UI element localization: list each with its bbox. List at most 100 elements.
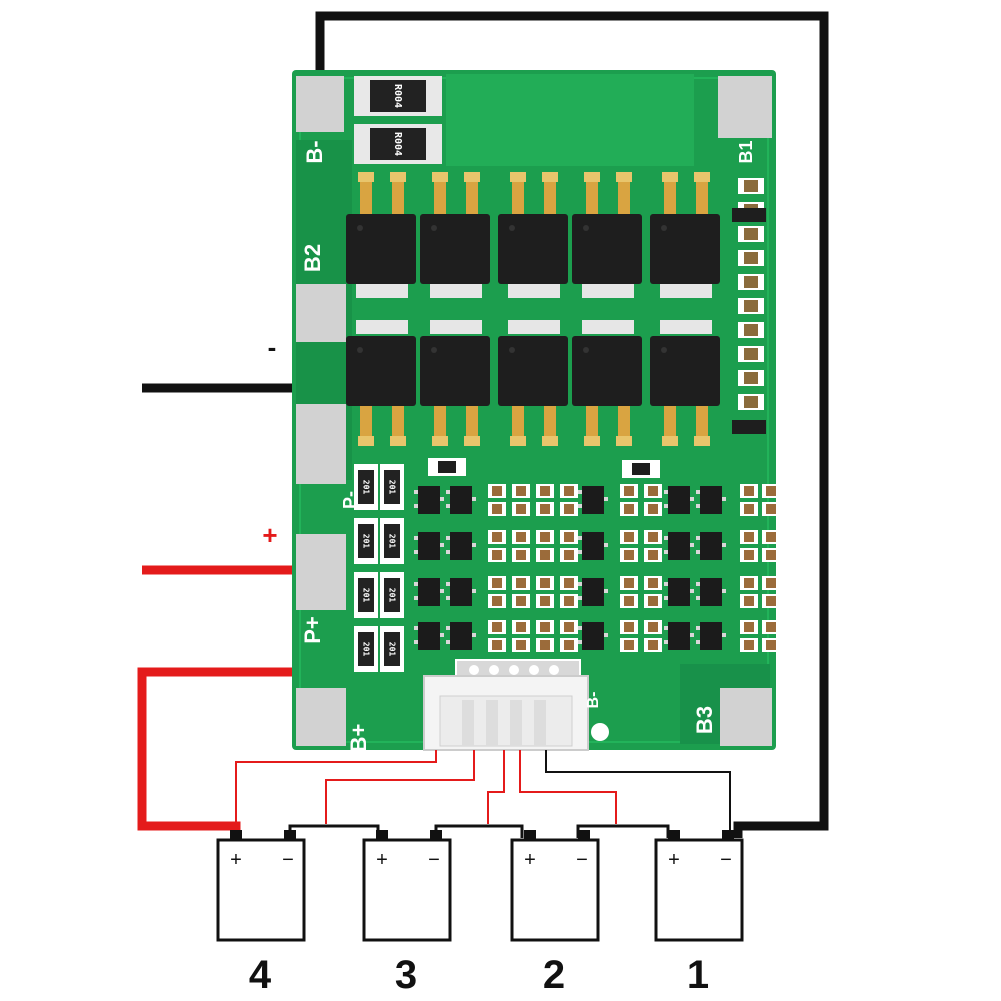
battery-cell-1: +−1: [654, 830, 744, 997]
cell-body: [362, 838, 452, 942]
smd-passive: [644, 530, 662, 562]
smd-capacitor: [738, 178, 764, 194]
smd-passive: [622, 460, 660, 478]
smd-capacitor: [738, 226, 764, 242]
positive-terminal: [376, 830, 388, 840]
smd-passive: [762, 484, 780, 516]
label-b3: B3: [692, 706, 717, 734]
battery-cell-3: +−3: [362, 830, 452, 997]
smd-passive: [536, 620, 554, 652]
smd-passive: [536, 576, 554, 608]
mosfet-row-bottom: [346, 320, 720, 446]
smd-passive: [536, 530, 554, 562]
smd-passive: [762, 620, 780, 652]
smd-ic: [414, 532, 444, 560]
smd-passive: [644, 484, 662, 516]
pad-p-plus: [296, 534, 346, 610]
smd-ic: [664, 486, 694, 514]
smd-passive: [488, 620, 506, 652]
smd-component-grid: [414, 458, 780, 652]
balance-lead-b2: [487, 750, 505, 824]
negative-output-sign: -: [268, 332, 277, 362]
smd-passive: [512, 620, 530, 652]
smd-passive: [740, 620, 758, 652]
cell-minus-label: −: [282, 849, 294, 871]
cell-plus-label: +: [376, 849, 388, 871]
smd-passive: [740, 484, 758, 516]
smd-ic: [696, 578, 726, 606]
smd-passive: [644, 576, 662, 608]
smd-ic: [578, 486, 608, 514]
smd-capacitor: [738, 394, 764, 410]
cell-body: [510, 838, 600, 942]
positive-terminal: [230, 830, 242, 840]
smd-ic: [446, 486, 476, 514]
mosfet: [420, 172, 490, 298]
mosfet: [650, 320, 720, 446]
pad-b1: [718, 76, 772, 138]
smd-passive: [488, 484, 506, 516]
cell-body: [654, 838, 744, 942]
battery-cell-2: +−2: [510, 830, 600, 997]
link-cell4-cell3: [288, 824, 380, 838]
smd-passive: [620, 576, 638, 608]
cell-minus-label: −: [720, 849, 732, 871]
smd-capacitor: [738, 370, 764, 386]
resistor-201: 201: [380, 464, 404, 510]
smd-ic: [446, 578, 476, 606]
resistor-201: 201: [380, 518, 404, 564]
resistor-201: 201: [354, 572, 378, 618]
pad-b-minus: [296, 76, 344, 132]
label-connector-b-minus: B-: [585, 692, 602, 709]
smd-passive: [512, 484, 530, 516]
positive-terminal: [668, 830, 680, 840]
balance-lead-b-minus: [545, 750, 731, 832]
smd-diode: [732, 420, 766, 434]
resistor-201-marking: 201: [362, 588, 371, 603]
resistor-201-marking: 201: [362, 480, 371, 495]
smd-passive: [560, 530, 578, 562]
label-b1: B1: [736, 140, 756, 163]
cell-number: 1: [687, 953, 709, 997]
smd-ic: [578, 532, 608, 560]
positive-terminal: [524, 830, 536, 840]
negative-terminal: [722, 830, 734, 840]
label-p-plus: P+: [300, 616, 325, 644]
pad-b3: [720, 688, 772, 746]
smd-capacitor: [738, 274, 764, 290]
cell-body: [216, 838, 306, 942]
cell-number: 3: [395, 953, 417, 997]
smd-passive: [488, 576, 506, 608]
smd-ic: [696, 622, 726, 650]
label-b-plus: B+: [346, 724, 371, 753]
smd-ic: [446, 622, 476, 650]
negative-terminal: [430, 830, 442, 840]
pad-b2: [296, 284, 346, 342]
smd-passive: [620, 620, 638, 652]
resistor-201: 201: [354, 464, 378, 510]
sense-resistor-bottom-marking: R004: [392, 132, 403, 156]
resistor-201-marking: 201: [362, 642, 371, 657]
resistor-201: 201: [354, 626, 378, 672]
cell-links: [288, 824, 670, 838]
resistor-201-marking: 201: [362, 534, 371, 549]
smd-passive: [762, 530, 780, 562]
b-plus-red-wire: [137, 667, 300, 838]
smd-passive: [560, 620, 578, 652]
smd-ic: [446, 532, 476, 560]
mosfet-row-top: [346, 172, 720, 298]
resistor-201-marking: 201: [388, 480, 397, 495]
mosfet: [420, 320, 490, 446]
right-smd-column: [732, 178, 766, 434]
mosfet: [498, 172, 568, 298]
smd-ic: [414, 486, 444, 514]
smd-passive: [620, 530, 638, 562]
mosfet: [572, 320, 642, 446]
smd-passive: [536, 484, 554, 516]
smd-capacitor: [738, 298, 764, 314]
resistor-201: 201: [380, 626, 404, 672]
resistor-201-marking: 201: [388, 642, 397, 657]
